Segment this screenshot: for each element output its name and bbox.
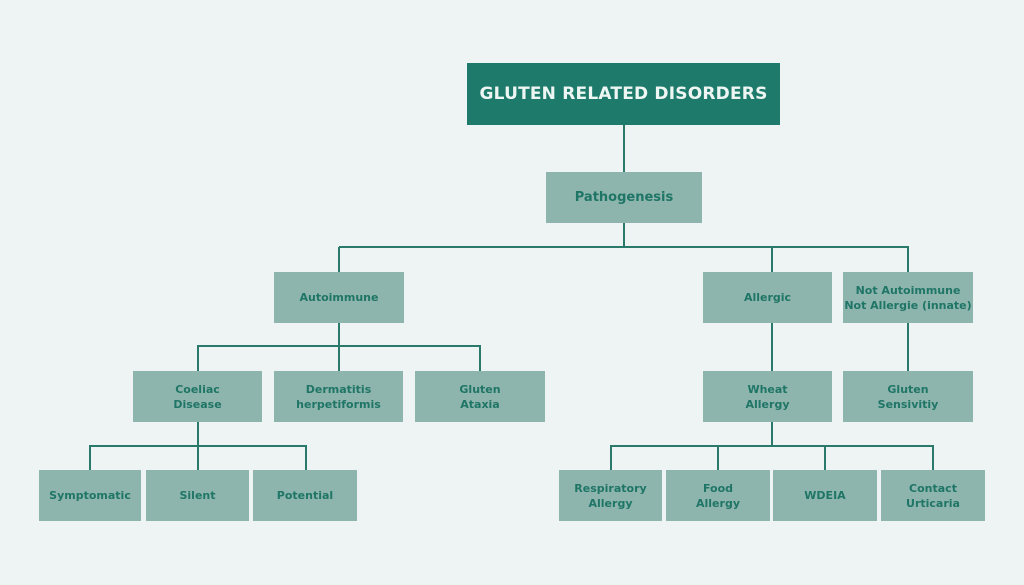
node-wdeia: WDEIA	[773, 470, 877, 521]
node-gluten-sensitivity: Gluten Sensivitiy	[843, 371, 973, 422]
node-dermatitis-herpetiformis: Dermatitis herpetiformis	[274, 371, 403, 422]
node-silent: Silent	[146, 470, 249, 521]
node-coeliac-disease: Coeliac Disease	[133, 371, 262, 422]
node-allergic: Allergic	[703, 272, 832, 323]
node-autoimmune: Autoimmune	[274, 272, 404, 323]
node-gluten-ataxia: Gluten Ataxia	[415, 371, 545, 422]
node-respiratory-allergy: Respiratory Allergy	[559, 470, 662, 521]
node-potential: Potential	[253, 470, 357, 521]
node-pathogenesis: Pathogenesis	[546, 172, 702, 223]
node-not-autoimmune-not-allergic: Not Autoimmune Not Allergie (innate)	[843, 272, 973, 323]
node-food-allergy: Food Allergy	[666, 470, 770, 521]
node-symptomatic: Symptomatic	[39, 470, 141, 521]
node-gluten-related-disorders: GLUTEN RELATED DISORDERS	[467, 63, 780, 125]
node-wheat-allergy: Wheat Allergy	[703, 371, 832, 422]
node-contact-urticaria: Contact Urticaria	[881, 470, 985, 521]
